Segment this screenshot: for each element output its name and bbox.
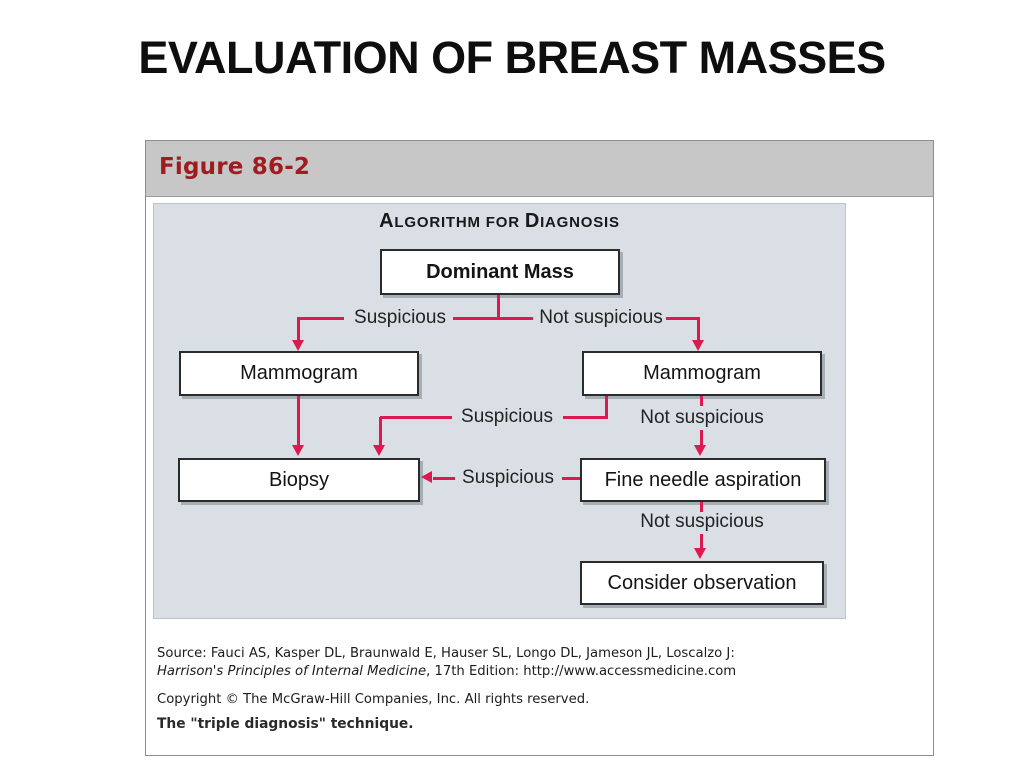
edge-label-suspicious: Suspicious	[462, 467, 554, 488]
figure-header-bar: Figure 86-2	[146, 141, 933, 197]
chart-title: ALGORITHM FOR DIAGNOSIS	[154, 210, 845, 233]
connector-line	[562, 477, 580, 480]
connector-line	[563, 416, 608, 419]
diagnosis-flowchart: ALGORITHM FOR DIAGNOSIS Dominant Mass Ma…	[153, 203, 846, 619]
connector-line	[697, 317, 700, 343]
connector-line	[453, 317, 533, 320]
edge-label-suspicious: Suspicious	[354, 307, 446, 328]
edge-label-not-suspicious: Not suspicious	[539, 307, 663, 328]
slide-title: EVALUATION OF BREAST MASSES	[138, 32, 886, 83]
node-biopsy: Biopsy	[178, 458, 420, 502]
connector-line	[380, 416, 452, 419]
connector-line	[297, 317, 300, 343]
source-line-1: Source: Fauci AS, Kasper DL, Braunwald E…	[157, 646, 735, 661]
node-mammogram-right: Mammogram	[582, 351, 822, 396]
caption-triple-diagnosis: The "triple diagnosis" technique.	[157, 716, 414, 732]
node-consider-observation: Consider observation	[580, 561, 824, 605]
connector-line	[700, 430, 703, 446]
chart-title-part: FOR	[480, 214, 525, 231]
arrowhead-down-icon	[292, 340, 304, 351]
connector-line	[379, 417, 382, 446]
copyright-line: Copyright © The McGraw-Hill Companies, I…	[157, 692, 590, 707]
connector-line	[497, 295, 500, 319]
connector-line	[433, 477, 455, 480]
edge-label-not-suspicious: Not suspicious	[640, 407, 764, 428]
node-fine-needle-aspiration: Fine needle aspiration	[580, 458, 826, 502]
arrowhead-down-icon	[694, 445, 706, 456]
connector-line	[700, 502, 703, 512]
connector-line	[666, 317, 700, 320]
arrowhead-down-icon	[692, 340, 704, 351]
figure-label: Figure 86-2	[159, 154, 311, 180]
arrowhead-down-icon	[694, 548, 706, 559]
node-dominant-mass: Dominant Mass	[380, 249, 620, 295]
chart-title-part: LGORITHM	[394, 214, 481, 231]
book-title-italic: Harrison's Principles of Internal Medici…	[157, 663, 427, 679]
edge-label-suspicious: Suspicious	[461, 406, 553, 427]
edge-label-not-suspicious: Not suspicious	[640, 511, 764, 532]
chart-title-part: IAGNOSIS	[540, 214, 620, 231]
arrowhead-left-icon	[421, 471, 432, 483]
chart-title-part: D	[524, 210, 541, 232]
connector-line	[297, 317, 344, 320]
figure-panel: Figure 86-2 ALGORITHM FOR DIAGNOSIS Domi…	[145, 140, 934, 756]
connector-line	[700, 534, 703, 549]
arrowhead-down-icon	[292, 445, 304, 456]
source-line-2-rest: , 17th Edition: http://www.accessmedicin…	[426, 663, 737, 679]
connector-line	[605, 396, 608, 418]
source-attribution: Source: Fauci AS, Kasper DL, Braunwald E…	[157, 645, 927, 732]
connector-line	[297, 396, 300, 446]
connector-line	[700, 396, 703, 406]
node-mammogram-left: Mammogram	[179, 351, 419, 396]
source-line-2: Harrison's Principles of Internal Medici…	[157, 663, 927, 681]
chart-title-part: A	[379, 210, 395, 232]
arrowhead-down-icon	[373, 445, 385, 456]
